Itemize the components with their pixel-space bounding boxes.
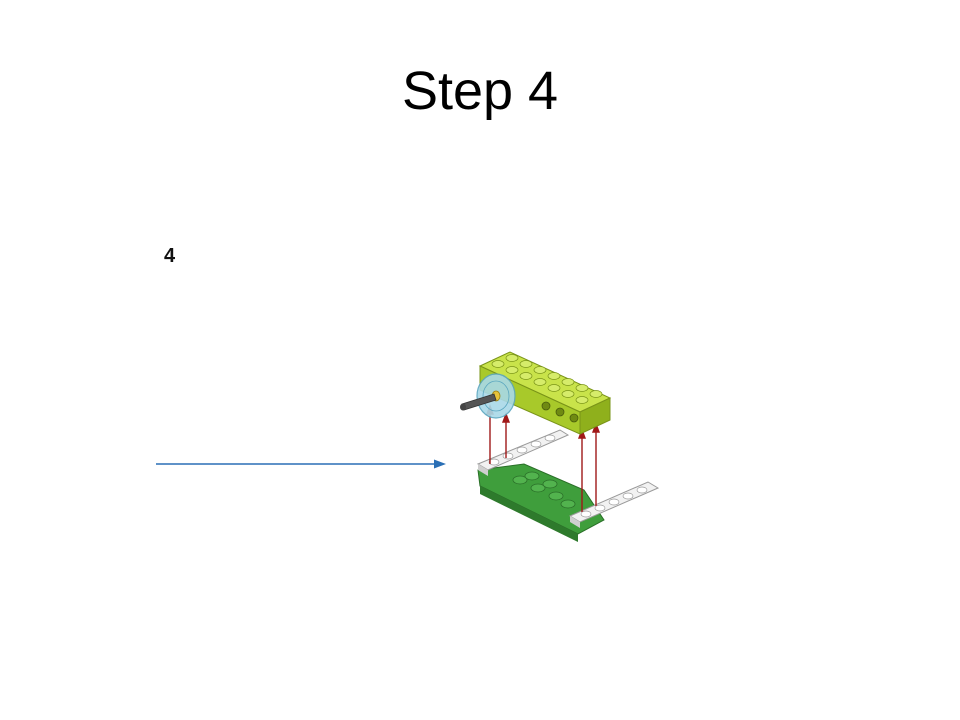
lego-build-illustration [460, 351, 660, 542]
pointer-arrow-head [434, 459, 446, 469]
slide-title: Step 4 [401, 61, 559, 121]
white-plate-right [568, 481, 660, 528]
transparent-gear [476, 373, 516, 419]
step-number: 4 [164, 245, 176, 267]
white-plate-left [476, 429, 570, 476]
axle [460, 393, 497, 411]
pointer-arrow [156, 459, 446, 469]
green-base-plate [477, 463, 605, 542]
